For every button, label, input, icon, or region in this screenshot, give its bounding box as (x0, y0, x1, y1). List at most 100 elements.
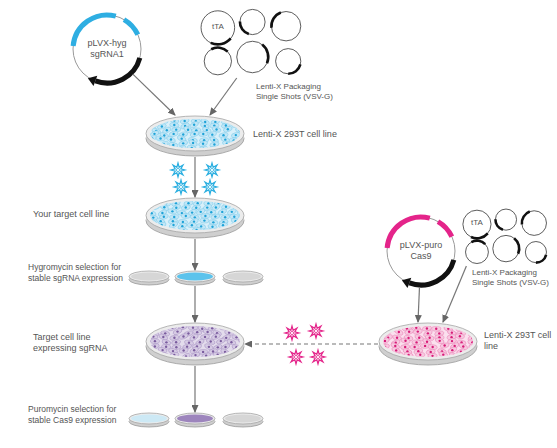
cell (223, 125, 233, 133)
cell-nucleus (170, 138, 172, 140)
cell-nucleus (238, 203, 240, 205)
cell-nucleus (417, 350, 419, 352)
cell (167, 146, 176, 151)
cell-nucleus (235, 124, 237, 126)
cell-nucleus (175, 341, 177, 343)
cell-nucleus (193, 124, 195, 126)
cell (232, 334, 242, 340)
cell-nucleus (185, 355, 187, 357)
cell (198, 131, 208, 137)
dish-medium (131, 415, 167, 423)
cell (147, 349, 156, 354)
virus-particle (311, 350, 325, 364)
cell-nucleus (226, 203, 228, 205)
cell-nucleus (384, 346, 386, 348)
cell-nucleus (161, 349, 163, 351)
cell-nucleus (239, 129, 241, 131)
cell-nucleus (193, 336, 195, 338)
packaging-plasmids (200, 8, 305, 78)
cell-nucleus (459, 335, 461, 337)
cell-nucleus (225, 337, 227, 339)
cell-nucleus (472, 345, 474, 347)
cell (401, 338, 411, 344)
cell-nucleus (214, 215, 216, 217)
virus-core (179, 185, 182, 188)
cell-nucleus (418, 336, 420, 338)
dish-medium (225, 273, 261, 281)
cell (448, 352, 458, 360)
cell-nucleus (419, 354, 421, 356)
petri-dish (145, 322, 245, 366)
cell-nucleus (231, 327, 233, 329)
cell-nucleus (161, 125, 163, 127)
cell-nucleus (206, 129, 208, 131)
cell (455, 333, 465, 339)
dish-medium (150, 201, 240, 230)
cell-nucleus (162, 336, 164, 338)
cell-nucleus (208, 346, 210, 348)
small-plasmid (271, 12, 300, 41)
virus-particle (171, 163, 185, 177)
cell-nucleus (417, 330, 419, 332)
petri-dish (378, 322, 478, 366)
cell-nucleus (165, 229, 167, 231)
cell (416, 352, 425, 357)
cell (228, 325, 238, 331)
cell-nucleus (204, 336, 206, 338)
cell-nucleus (453, 345, 455, 347)
cell-nucleus (462, 345, 464, 347)
cell-nucleus (200, 225, 202, 227)
cell (468, 342, 478, 350)
dish-medium (177, 273, 213, 281)
gene-label: tTA (205, 22, 231, 32)
cell (187, 144, 197, 151)
cell-nucleus (182, 133, 184, 135)
cell-nucleus (216, 230, 218, 232)
dish-top (146, 198, 244, 233)
plasmid: pLVX-hyg sgRNA1 (68, 10, 146, 88)
cell-nucleus (182, 326, 184, 328)
cell-nucleus (163, 134, 165, 136)
cell-nucleus (438, 332, 440, 334)
cell (230, 217, 240, 225)
cell (238, 337, 248, 345)
cell-nucleus (243, 215, 245, 217)
cell (198, 145, 208, 152)
cell (468, 329, 478, 338)
cell-nucleus (163, 119, 165, 121)
cell-nucleus (160, 224, 162, 226)
cell-nucleus (163, 143, 165, 145)
small-plasmid (240, 9, 265, 34)
cell (219, 325, 228, 330)
cell (224, 352, 234, 358)
cell (187, 223, 196, 228)
cell-nucleus (212, 350, 214, 352)
cell-nucleus (225, 124, 227, 126)
dish-medium (225, 415, 261, 423)
cell-nucleus (471, 337, 473, 339)
cell (178, 333, 188, 341)
gene-arrow-head (402, 278, 411, 288)
cell-nucleus (196, 331, 198, 333)
cell-nucleus (183, 120, 185, 122)
cell-nucleus (426, 341, 428, 343)
cell-nucleus (233, 215, 235, 217)
cell-nucleus (404, 346, 406, 348)
cell-nucleus (415, 341, 417, 343)
dish-medium (177, 415, 213, 423)
cell-nucleus (161, 212, 163, 214)
cell-nucleus (239, 229, 241, 231)
cell-nucleus (234, 225, 236, 227)
cell (380, 346, 390, 354)
cell (150, 199, 160, 205)
cell-nucleus (242, 327, 244, 329)
cell-nucleus (451, 349, 453, 351)
cell-nucleus (175, 206, 177, 208)
cell (218, 222, 228, 228)
cell-nucleus (152, 335, 154, 337)
petri-dish (145, 197, 245, 239)
cell (181, 352, 191, 361)
flow-arrow (210, 78, 237, 115)
cell-nucleus (165, 346, 167, 348)
plasmid-name: pLVX-puro Cas9 (396, 240, 446, 262)
